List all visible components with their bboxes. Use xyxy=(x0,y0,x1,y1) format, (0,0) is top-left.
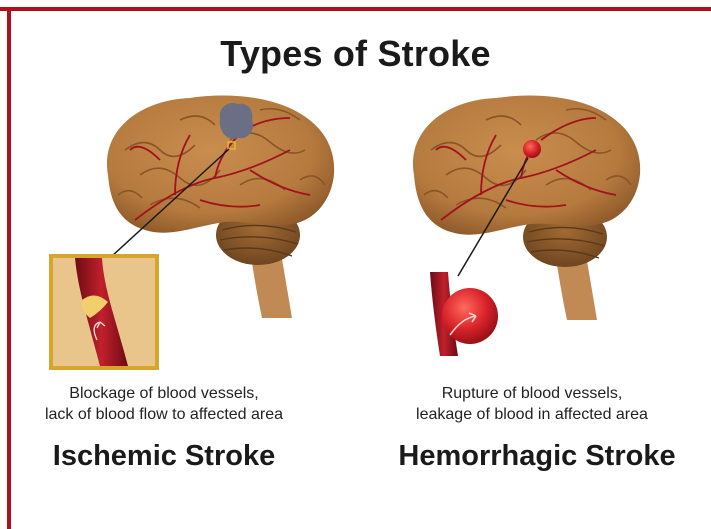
hemorrhagic-caption-line1: Rupture of blood vessels, xyxy=(372,383,692,404)
ischemic-caption-line2: lack of blood flow to affected area xyxy=(14,404,314,425)
ischemic-stroke-label: Ischemic Stroke xyxy=(14,440,314,473)
hemorrhagic-stroke-label: Hemorrhagic Stroke xyxy=(372,440,702,473)
ischemic-caption-line1: Blockage of blood vessels, xyxy=(14,383,314,404)
hemorrhagic-caption-line2: leakage of blood in affected area xyxy=(372,404,692,425)
hemorrhagic-caption: Rupture of blood vessels, leakage of blo… xyxy=(372,383,692,425)
clot-area xyxy=(220,103,253,139)
bleed-spot xyxy=(523,140,541,158)
ischemic-caption: Blockage of blood vessels, lack of blood… xyxy=(14,383,314,425)
hemorrhagic-inset xyxy=(430,272,498,356)
cerebrum xyxy=(413,96,640,235)
aneurysm xyxy=(442,288,498,344)
ischemic-inset xyxy=(51,256,157,368)
